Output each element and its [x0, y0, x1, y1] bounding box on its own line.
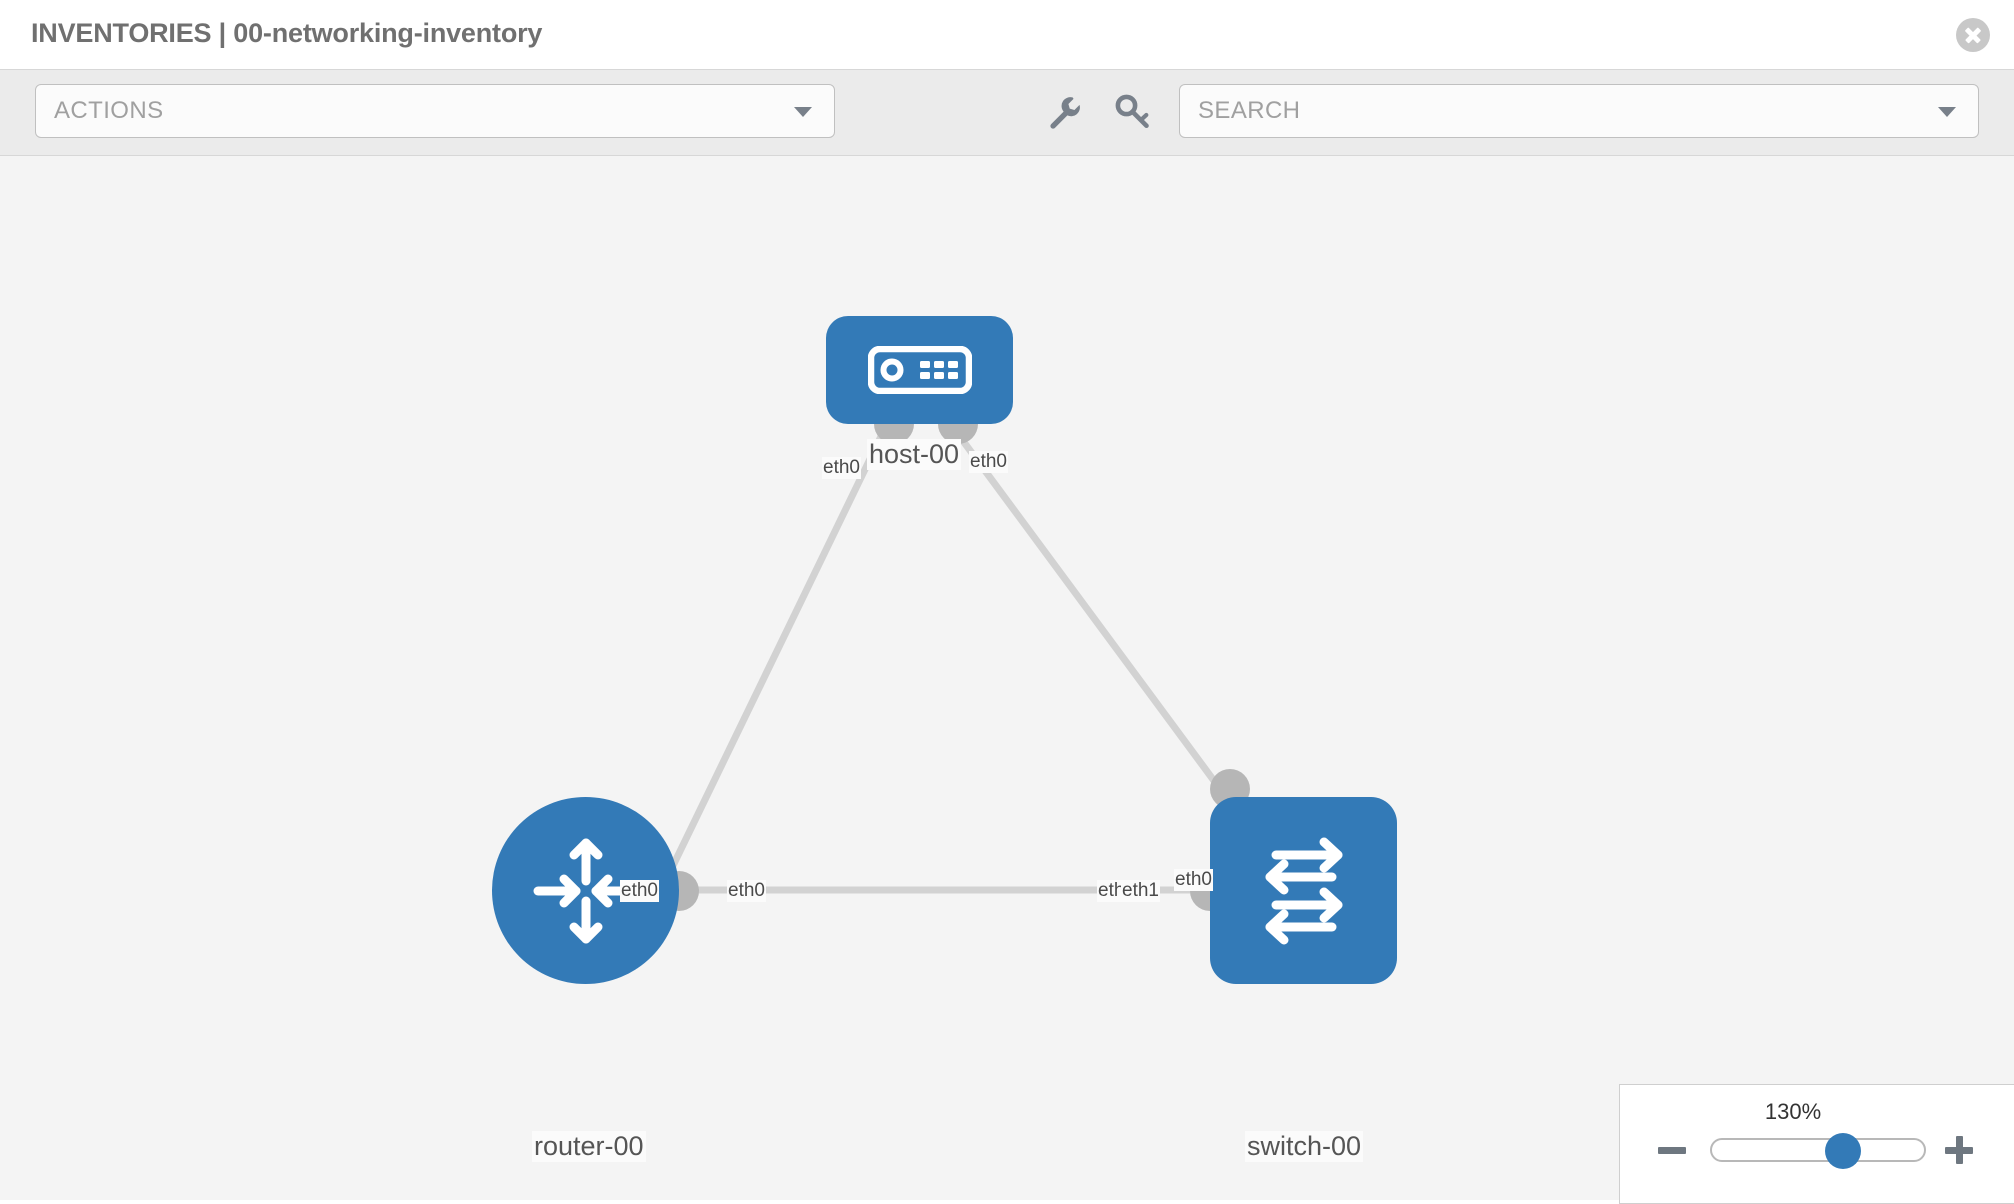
zoom-in-button[interactable]: [1942, 1133, 1976, 1167]
port-label-switch-left-a: eth: [1097, 880, 1126, 902]
chevron-down-icon: [1938, 107, 1956, 117]
topology-links: [664, 423, 1243, 894]
port-label-router-up: eth0: [620, 880, 659, 902]
router-node-label: router-00: [532, 1131, 646, 1162]
server-icon: [867, 346, 972, 394]
zoom-slider-thumb[interactable]: [1825, 1133, 1862, 1169]
page-title: INVENTORIES | 00-networking-inventory: [31, 18, 543, 48]
actions-dropdown-label: ACTIONS: [54, 97, 164, 124]
topology-canvas[interactable]: host-00 eth0 eth0: [0, 156, 2014, 1200]
host-node-shape[interactable]: [826, 316, 1013, 424]
search-dropdown[interactable]: SEARCH: [1179, 84, 1979, 138]
close-icon[interactable]: [1956, 18, 1990, 52]
chevron-down-icon: [794, 107, 812, 117]
zoom-slider-track[interactable]: [1710, 1133, 1926, 1169]
port-label-switch-left-b: eth1: [1121, 880, 1160, 902]
switch-arrows-icon: [1265, 837, 1342, 944]
port-label-router-right: eth0: [727, 880, 766, 902]
zoom-control-panel[interactable]: 130%: [1619, 1084, 2014, 1204]
link-host-router[interactable]: [664, 424, 890, 878]
zoom-level-value: 130%: [1764, 1099, 1822, 1124]
port-label-host-right: eth0: [969, 451, 1008, 473]
port-label-switch-up: eth0: [1174, 869, 1213, 891]
search-input-placeholder[interactable]: SEARCH: [1198, 97, 1301, 124]
wrench-icon[interactable]: [1044, 92, 1084, 132]
page-header: INVENTORIES | 00-networking-inventory: [0, 0, 2014, 70]
link-host-switch[interactable]: [949, 423, 1243, 819]
host-node-label: host-00: [867, 439, 962, 470]
zoom-out-button[interactable]: [1655, 1133, 1689, 1167]
actions-dropdown[interactable]: ACTIONS: [35, 84, 835, 138]
key-icon[interactable]: [1113, 92, 1153, 132]
switch-node-shape[interactable]: [1210, 797, 1397, 984]
port-label-host-left: eth0: [822, 457, 861, 479]
switch-node-label: switch-00: [1245, 1131, 1364, 1162]
